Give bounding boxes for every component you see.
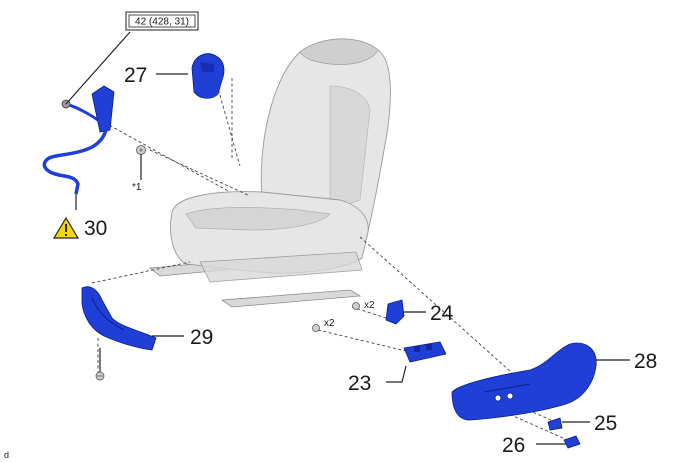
part-27-recliner-cover: [191, 53, 225, 99]
part-29-cushion-shield: [81, 286, 157, 351]
label-27: 27: [124, 64, 147, 87]
screw-bottom: [95, 371, 105, 381]
label-29: 29: [190, 326, 213, 349]
qty-x2-bracket: x2: [364, 300, 375, 311]
warning-triangle-icon: [52, 216, 80, 239]
part-30-seat-harness: [42, 85, 115, 195]
qty-x2-switch: x2: [324, 318, 335, 329]
label-30: 30: [84, 217, 107, 240]
note-1: *1: [132, 182, 142, 193]
part-28-seat-side-shield: [451, 342, 597, 421]
part-23-power-seat-switch: [312, 324, 447, 363]
dashed-guides: [91, 73, 573, 443]
seat-illustration: [148, 38, 391, 308]
part-26-knob: [563, 435, 581, 449]
callout-42-text: 42 (428, 31): [135, 17, 189, 28]
part-24-bracket: [352, 299, 405, 325]
label-28: 28: [634, 350, 657, 373]
torque-callout-42: 42 (428, 31): [125, 11, 199, 31]
clip-1: [136, 145, 146, 155]
label-23: 23: [348, 372, 371, 395]
corner-mark: d: [4, 450, 9, 460]
part-25-knob: [547, 417, 563, 431]
label-26: 26: [502, 434, 525, 457]
leader-lines: [65, 31, 630, 445]
label-25: 25: [594, 412, 617, 435]
label-24: 24: [430, 302, 454, 325]
